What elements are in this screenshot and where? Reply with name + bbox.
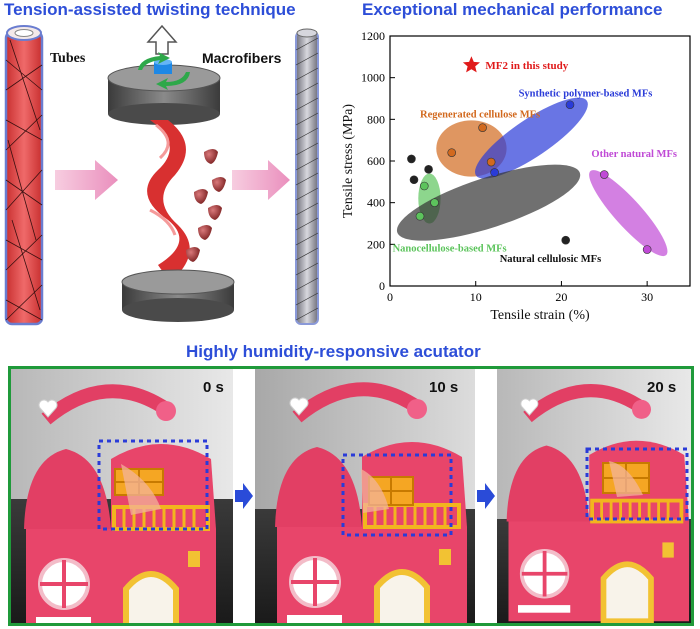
- y-tick-label: 400: [367, 196, 385, 210]
- flow-arrow-right: [232, 160, 290, 200]
- tube-illustration: [4, 25, 44, 326]
- dotted-highlight-box: [585, 447, 689, 521]
- group-ellipse: [475, 97, 588, 179]
- mechanical-title: Exceptional mechanical performance: [362, 0, 663, 19]
- highlight-star-icon: [462, 56, 480, 73]
- x-tick-label: 20: [555, 290, 567, 304]
- progress-arrow-icon: [235, 483, 253, 509]
- twisted-fiber: [147, 120, 190, 282]
- data-point: [599, 170, 609, 179]
- rotation-knob: [154, 62, 172, 74]
- photo-frame-0s: [11, 369, 233, 623]
- macrofibers-label: Macrofibers: [202, 50, 282, 66]
- tubes-label: Tubes: [50, 51, 86, 66]
- data-point: [415, 211, 425, 221]
- x-tick-label: 0: [387, 290, 393, 304]
- bottom-clamp-disk: [121, 269, 235, 322]
- highlight-label: MF2 in this study: [485, 60, 568, 72]
- twisting-title: Tension-assisted twisting technique: [4, 0, 296, 19]
- progress-arrow-icon: [477, 483, 495, 509]
- data-point: [478, 123, 487, 132]
- data-point: [561, 235, 571, 245]
- data-point: [419, 181, 429, 191]
- time-label-20s: 20 s: [647, 379, 677, 396]
- flow-arrow-left: [55, 160, 118, 200]
- group-ellipse: [396, 164, 581, 241]
- time-label-10s: 10 s: [429, 379, 459, 396]
- actuator-photos: [11, 369, 691, 623]
- photo-frame-10s: [255, 369, 475, 623]
- actuator-photo-strip: 0 s 10 s 20 s: [8, 366, 694, 626]
- data-point: [490, 168, 499, 177]
- actuator-title: Highly humidity-responsive acutator: [186, 342, 481, 361]
- y-tick-label: 1000: [361, 71, 385, 85]
- photo-frame-20s: [497, 369, 691, 623]
- rotation-arrow-icon: [138, 52, 170, 70]
- data-point: [430, 198, 439, 207]
- data-point: [409, 175, 419, 185]
- group-label: Other natural MFs: [591, 149, 677, 160]
- data-point: [447, 148, 457, 157]
- group-ellipse: [589, 170, 668, 257]
- actuator-film: [121, 464, 161, 515]
- group-label: Nanocellulose-based MFs: [393, 244, 507, 255]
- dotted-highlight-box: [97, 439, 209, 531]
- x-tick-label: 30: [641, 290, 653, 304]
- group-label: Regenerated cellulose MFs: [420, 109, 540, 120]
- y-tick-label: 800: [367, 112, 385, 126]
- data-point: [486, 157, 496, 167]
- macrofiber-illustration: [295, 28, 319, 325]
- y-axis-label: Tensile stress (MPa): [341, 104, 356, 218]
- group-label: Synthetic polymer-based MFs: [519, 88, 653, 99]
- dotted-highlight-box: [341, 453, 453, 537]
- rotation-arrow-icon: [156, 72, 190, 90]
- x-axis-label: Tensile strain (%): [490, 308, 590, 323]
- time-label-0s: 0 s: [203, 379, 224, 396]
- y-tick-label: 600: [367, 154, 385, 168]
- data-point: [424, 165, 433, 174]
- pull-up-arrow-icon: [146, 24, 178, 55]
- stress-strain-chart: 0 10 20 30 0 200 400 600 800 1000 1200 Regenerated…: [341, 29, 691, 323]
- actuator-film: [361, 469, 389, 513]
- y-tick-label: 0: [379, 279, 385, 293]
- y-tick-label: 200: [367, 237, 385, 251]
- water-droplets: [186, 149, 226, 262]
- group-label: Natural cellulosic MFs: [500, 254, 601, 265]
- data-point: [565, 100, 575, 110]
- twisting-schematic: Tubes: [4, 24, 319, 326]
- y-tick-label: 1200: [361, 29, 385, 43]
- data-point: [407, 154, 416, 164]
- x-tick-label: 10: [470, 290, 482, 304]
- data-point: [642, 245, 652, 254]
- actuator-film: [609, 461, 643, 497]
